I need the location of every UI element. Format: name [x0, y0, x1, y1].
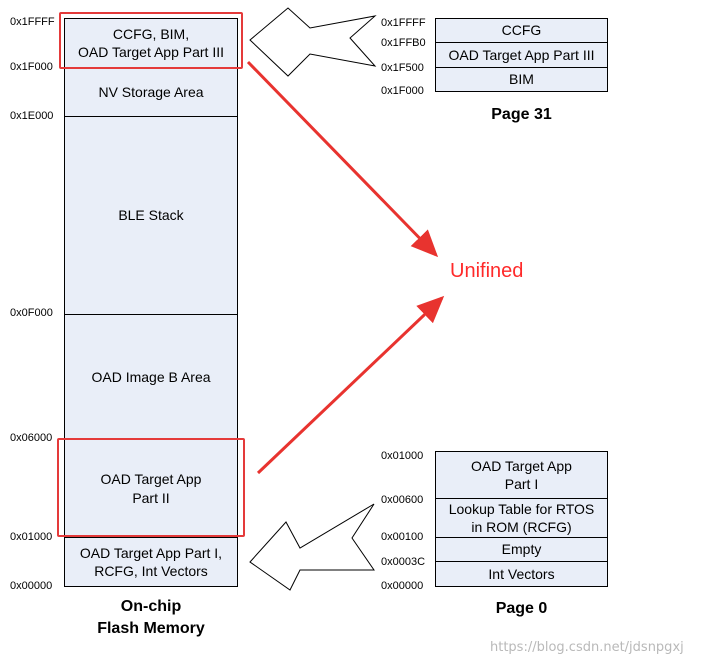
- flash-block-oad-image-b: OAD Image B Area: [64, 314, 238, 440]
- flash-addr-06000: 0x06000: [10, 432, 53, 444]
- page31-addr-1f000: 0x1F000: [381, 85, 424, 97]
- page0-addr-00000: 0x00000: [381, 580, 424, 592]
- flash-block-oad-part-ii: OAD Target App Part II: [64, 439, 238, 538]
- flash-addr-1ffff: 0x1FFFF: [10, 16, 55, 28]
- red-arrow-down-icon: [246, 60, 439, 258]
- page0-block-oad-part-i: OAD Target App Part I: [435, 451, 608, 499]
- flash-caption: On-chip Flash Memory: [97, 598, 205, 637]
- flash-addr-1e000: 0x1E000: [10, 110, 54, 122]
- flash-block-oad-part-i: OAD Target App Part I, RCFG, Int Vectors: [64, 537, 238, 587]
- flash-block-ccfg-bim: CCFG, BIM, OAD Target App Part III: [64, 18, 238, 68]
- highlight-top: [59, 12, 243, 69]
- page0-addr-00100: 0x00100: [381, 531, 424, 543]
- page0-block-lookup-table: Lookup Table for RTOS in ROM (RCFG): [435, 498, 608, 538]
- flash-addr-1f000: 0x1F000: [10, 61, 53, 73]
- page0-block-int-vectors: Int Vectors: [435, 561, 608, 587]
- hollow-arrow-top-icon: [249, 7, 377, 77]
- page0-addr-0003c: 0x0003C: [381, 556, 426, 568]
- flash-addr-0f000: 0x0F000: [10, 307, 53, 319]
- unifined-label: Unifined: [450, 260, 524, 282]
- page31-addr-1ffff: 0x1FFFF: [381, 17, 426, 29]
- red-arrow-up-icon: [256, 295, 445, 475]
- flash-block-ble-stack: BLE Stack: [64, 116, 238, 315]
- page31-block-bim: BIM: [435, 67, 608, 92]
- page31-caption: Page 31: [491, 106, 552, 123]
- page0-addr-01000: 0x01000: [381, 450, 424, 462]
- page31-addr-1f500: 0x1F500: [381, 62, 424, 74]
- page31-block-ccfg: CCFG: [435, 18, 608, 43]
- page0-caption: Page 0: [495, 600, 548, 617]
- watermark: https://blog.csdn.net/jdsnpgxj: [490, 640, 684, 655]
- page31-block-oad-part-iii: OAD Target App Part III: [435, 42, 608, 68]
- page0-block-empty: Empty: [435, 537, 608, 562]
- flash-addr-01000: 0x01000: [10, 531, 53, 543]
- flash-addr-00000: 0x00000: [10, 580, 53, 592]
- page0-addr-00600: 0x00600: [381, 494, 424, 506]
- page31-addr-1ffb0: 0x1FFB0: [381, 37, 426, 49]
- flash-block-nv-storage: NV Storage Area: [64, 67, 238, 117]
- highlight-middle: [57, 438, 245, 537]
- hollow-arrow-bottom-icon: [249, 503, 375, 591]
